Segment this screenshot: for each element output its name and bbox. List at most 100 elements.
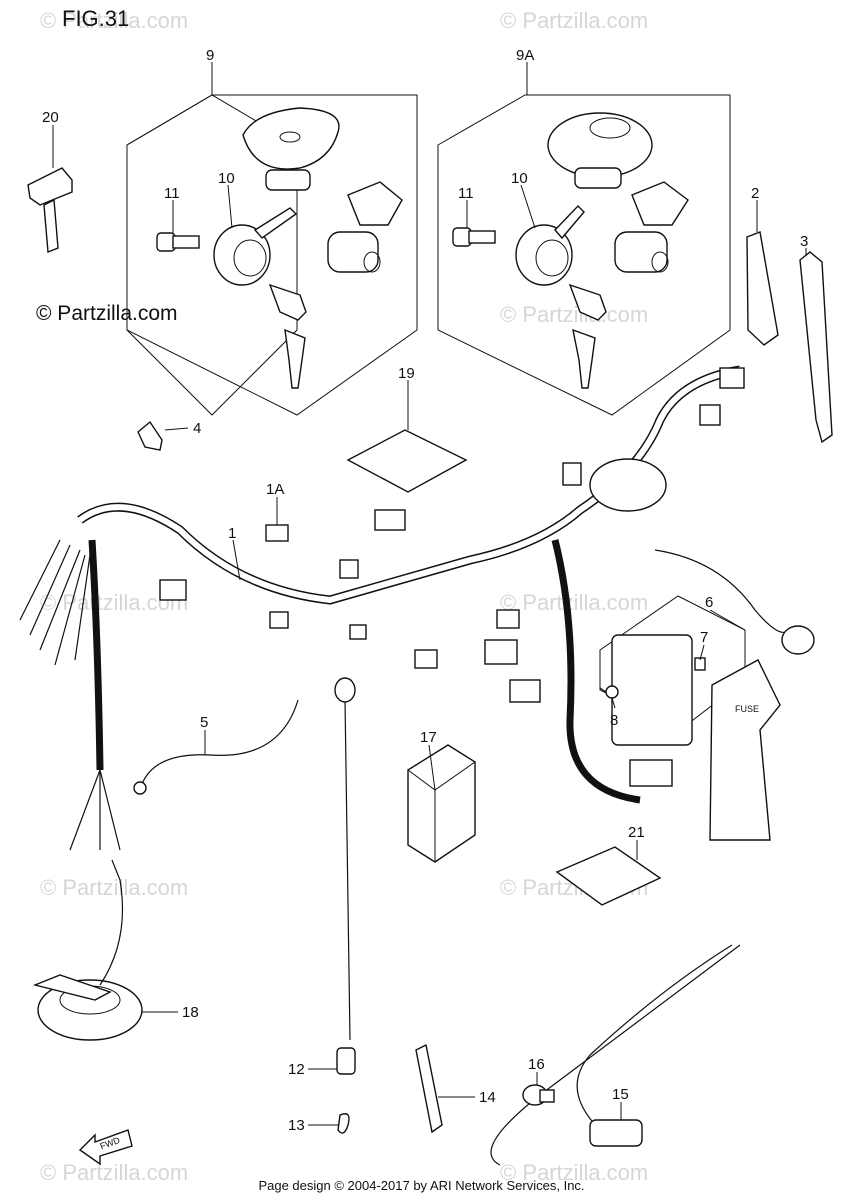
key bbox=[268, 283, 307, 321]
figure-title: FIG.31 bbox=[62, 6, 130, 31]
ignition-switch-face bbox=[535, 239, 569, 277]
switch-12[interactable] bbox=[334, 677, 356, 1075]
bracket-14[interactable] bbox=[415, 1043, 443, 1134]
bolt-shank bbox=[468, 230, 496, 244]
relay-body bbox=[407, 744, 476, 863]
fuel-cap-keyhole bbox=[279, 131, 301, 143]
key-blank-20[interactable] bbox=[27, 167, 73, 254]
horn-lead bbox=[99, 859, 124, 986]
relay-17[interactable] bbox=[407, 744, 476, 863]
fwd-arrow: FWD bbox=[78, 1129, 133, 1166]
fuel-cap bbox=[242, 107, 340, 170]
seat-lock-keyhole bbox=[363, 251, 381, 273]
clamp-3[interactable] bbox=[799, 251, 833, 444]
callout-21: 21 bbox=[628, 824, 645, 841]
watermark: © Partzilla.com bbox=[500, 302, 648, 327]
horn-body bbox=[37, 979, 143, 1041]
grommet-16[interactable] bbox=[522, 1084, 555, 1106]
bolt-shank bbox=[172, 235, 200, 249]
callout-labels: 9 9A 20 11 10 11 10 2 3 4 19 1A 1 5 6 7 … bbox=[42, 47, 808, 1134]
horn-18[interactable] bbox=[32, 859, 143, 1041]
callout-1: 1 bbox=[228, 525, 236, 542]
harness-trunk-inner bbox=[78, 367, 741, 604]
harness-leads bbox=[69, 769, 121, 851]
callout-19: 19 bbox=[398, 365, 415, 382]
cable-15[interactable] bbox=[490, 944, 741, 1166]
callout-11: 11 bbox=[164, 185, 180, 202]
harness-branch bbox=[551, 539, 641, 804]
seat-lock bbox=[327, 231, 379, 273]
seat-lock-keyhole bbox=[651, 251, 669, 273]
clip-4[interactable] bbox=[137, 420, 163, 451]
callout-2: 2 bbox=[751, 185, 759, 202]
connector bbox=[719, 367, 745, 389]
callout-1a: 1A bbox=[266, 481, 284, 498]
leader-7 bbox=[699, 644, 705, 661]
fuse-box-body bbox=[611, 634, 693, 746]
callout-leaders bbox=[52, 62, 807, 1126]
watermark: © Partzilla.com bbox=[40, 8, 188, 33]
fuse-box-lead bbox=[654, 549, 791, 634]
callout-9: 9 bbox=[206, 47, 214, 64]
screw-8[interactable] bbox=[599, 685, 619, 699]
callout-15: 15 bbox=[612, 1086, 629, 1103]
connector bbox=[562, 462, 582, 486]
connector bbox=[629, 759, 673, 787]
ignition-switch bbox=[213, 224, 271, 286]
label-19[interactable] bbox=[346, 429, 468, 493]
key bbox=[572, 328, 596, 389]
copyright-notice: © Partzilla.com bbox=[36, 302, 178, 325]
callout-11: 11 bbox=[458, 185, 474, 202]
helmet-lock bbox=[631, 181, 689, 226]
ignition-switch-set-9a[interactable] bbox=[437, 94, 731, 416]
clip bbox=[337, 1113, 350, 1134]
callout-10: 10 bbox=[511, 170, 528, 187]
connector bbox=[414, 649, 438, 669]
wiring-harness-1[interactable] bbox=[19, 365, 745, 851]
connector bbox=[349, 624, 367, 640]
clip-13[interactable] bbox=[337, 1113, 350, 1134]
fuse-7[interactable] bbox=[694, 657, 706, 671]
connector bbox=[159, 579, 187, 601]
switch-connector bbox=[334, 677, 356, 703]
watermark: © Partzilla.com bbox=[500, 590, 648, 615]
fuse-box-6[interactable]: FUSE bbox=[599, 549, 815, 841]
callout-14: 14 bbox=[479, 1089, 496, 1106]
watermark: © Partzilla.com bbox=[500, 8, 648, 33]
fuse-box-cover bbox=[709, 659, 781, 841]
leader-10 bbox=[227, 184, 233, 229]
sheet bbox=[555, 846, 662, 906]
harness-branch-left bbox=[88, 539, 104, 771]
cable bbox=[490, 944, 741, 1166]
bracket-2[interactable] bbox=[746, 231, 779, 346]
ignition-switch-set-9[interactable] bbox=[126, 94, 418, 416]
key bbox=[568, 283, 607, 321]
bolt bbox=[452, 227, 472, 247]
callout-12: 12 bbox=[288, 1061, 305, 1078]
callout-3: 3 bbox=[800, 233, 808, 250]
connector bbox=[699, 404, 721, 426]
callout-5: 5 bbox=[200, 714, 208, 731]
clamp bbox=[799, 251, 833, 444]
fuel-cap-lock-body bbox=[265, 169, 311, 191]
screw-shank bbox=[599, 687, 607, 693]
callout-7: 7 bbox=[700, 629, 708, 646]
harness-leads-left bbox=[19, 539, 91, 666]
lead-wire-5[interactable] bbox=[133, 699, 299, 795]
sheet-21[interactable] bbox=[555, 846, 662, 906]
connector-1a[interactable] bbox=[265, 524, 289, 542]
bracket bbox=[415, 1043, 443, 1134]
connector bbox=[339, 559, 359, 579]
leader-10b bbox=[520, 184, 536, 229]
clip bbox=[137, 420, 163, 451]
connector bbox=[269, 611, 289, 629]
fuse bbox=[694, 657, 706, 671]
ignition-switch-lever bbox=[253, 207, 298, 239]
watermark: © Partzilla.com bbox=[500, 1160, 648, 1185]
ignition-switch-lever bbox=[554, 204, 585, 240]
callout-13: 13 bbox=[288, 1117, 305, 1134]
callout-6: 6 bbox=[705, 594, 713, 611]
helmet-lock bbox=[347, 181, 403, 226]
callout-10: 10 bbox=[218, 170, 235, 187]
